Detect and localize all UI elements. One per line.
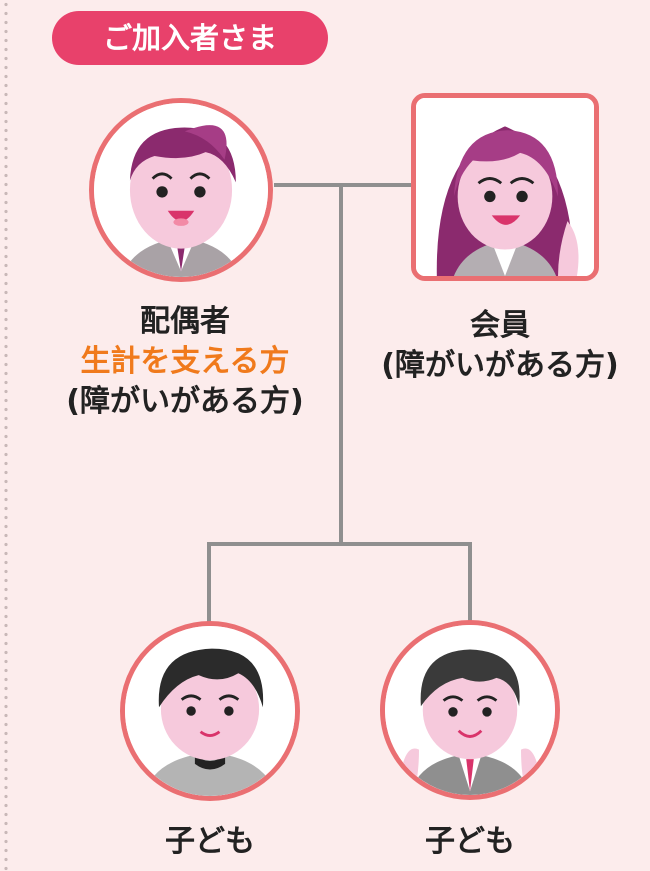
child2-illustration (385, 625, 555, 795)
connector-children (207, 542, 472, 546)
spouse-avatar (89, 98, 273, 282)
connector-couple (274, 183, 414, 187)
child1-illustration (125, 626, 295, 796)
connector-child2 (468, 542, 472, 627)
member-label: 会員 (障がいがある方) (350, 306, 650, 386)
child1-avatar (120, 621, 300, 801)
child2-label: 子ども (425, 824, 515, 859)
connector-trunk (339, 183, 343, 545)
dotted-border (4, 0, 8, 871)
connector-child1 (207, 542, 211, 627)
spouse-disability-note: (障がいがある方) (66, 384, 304, 419)
spouse-title: 配偶者 (140, 304, 230, 339)
subscriber-badge: ご加入者さま (52, 11, 328, 65)
member-illustration (416, 98, 594, 276)
member-disability-note: (障がいがある方) (381, 348, 619, 383)
member-avatar (411, 93, 599, 281)
spouse-label: 配偶者 生計を支える方 (障がいがある方) (20, 302, 350, 422)
member-title: 会員 (470, 308, 530, 343)
spouse-illustration (94, 103, 268, 277)
child2-avatar (380, 620, 560, 800)
spouse-breadwinner: 生計を支える方 (80, 344, 290, 379)
child1-label: 子ども (165, 824, 255, 859)
